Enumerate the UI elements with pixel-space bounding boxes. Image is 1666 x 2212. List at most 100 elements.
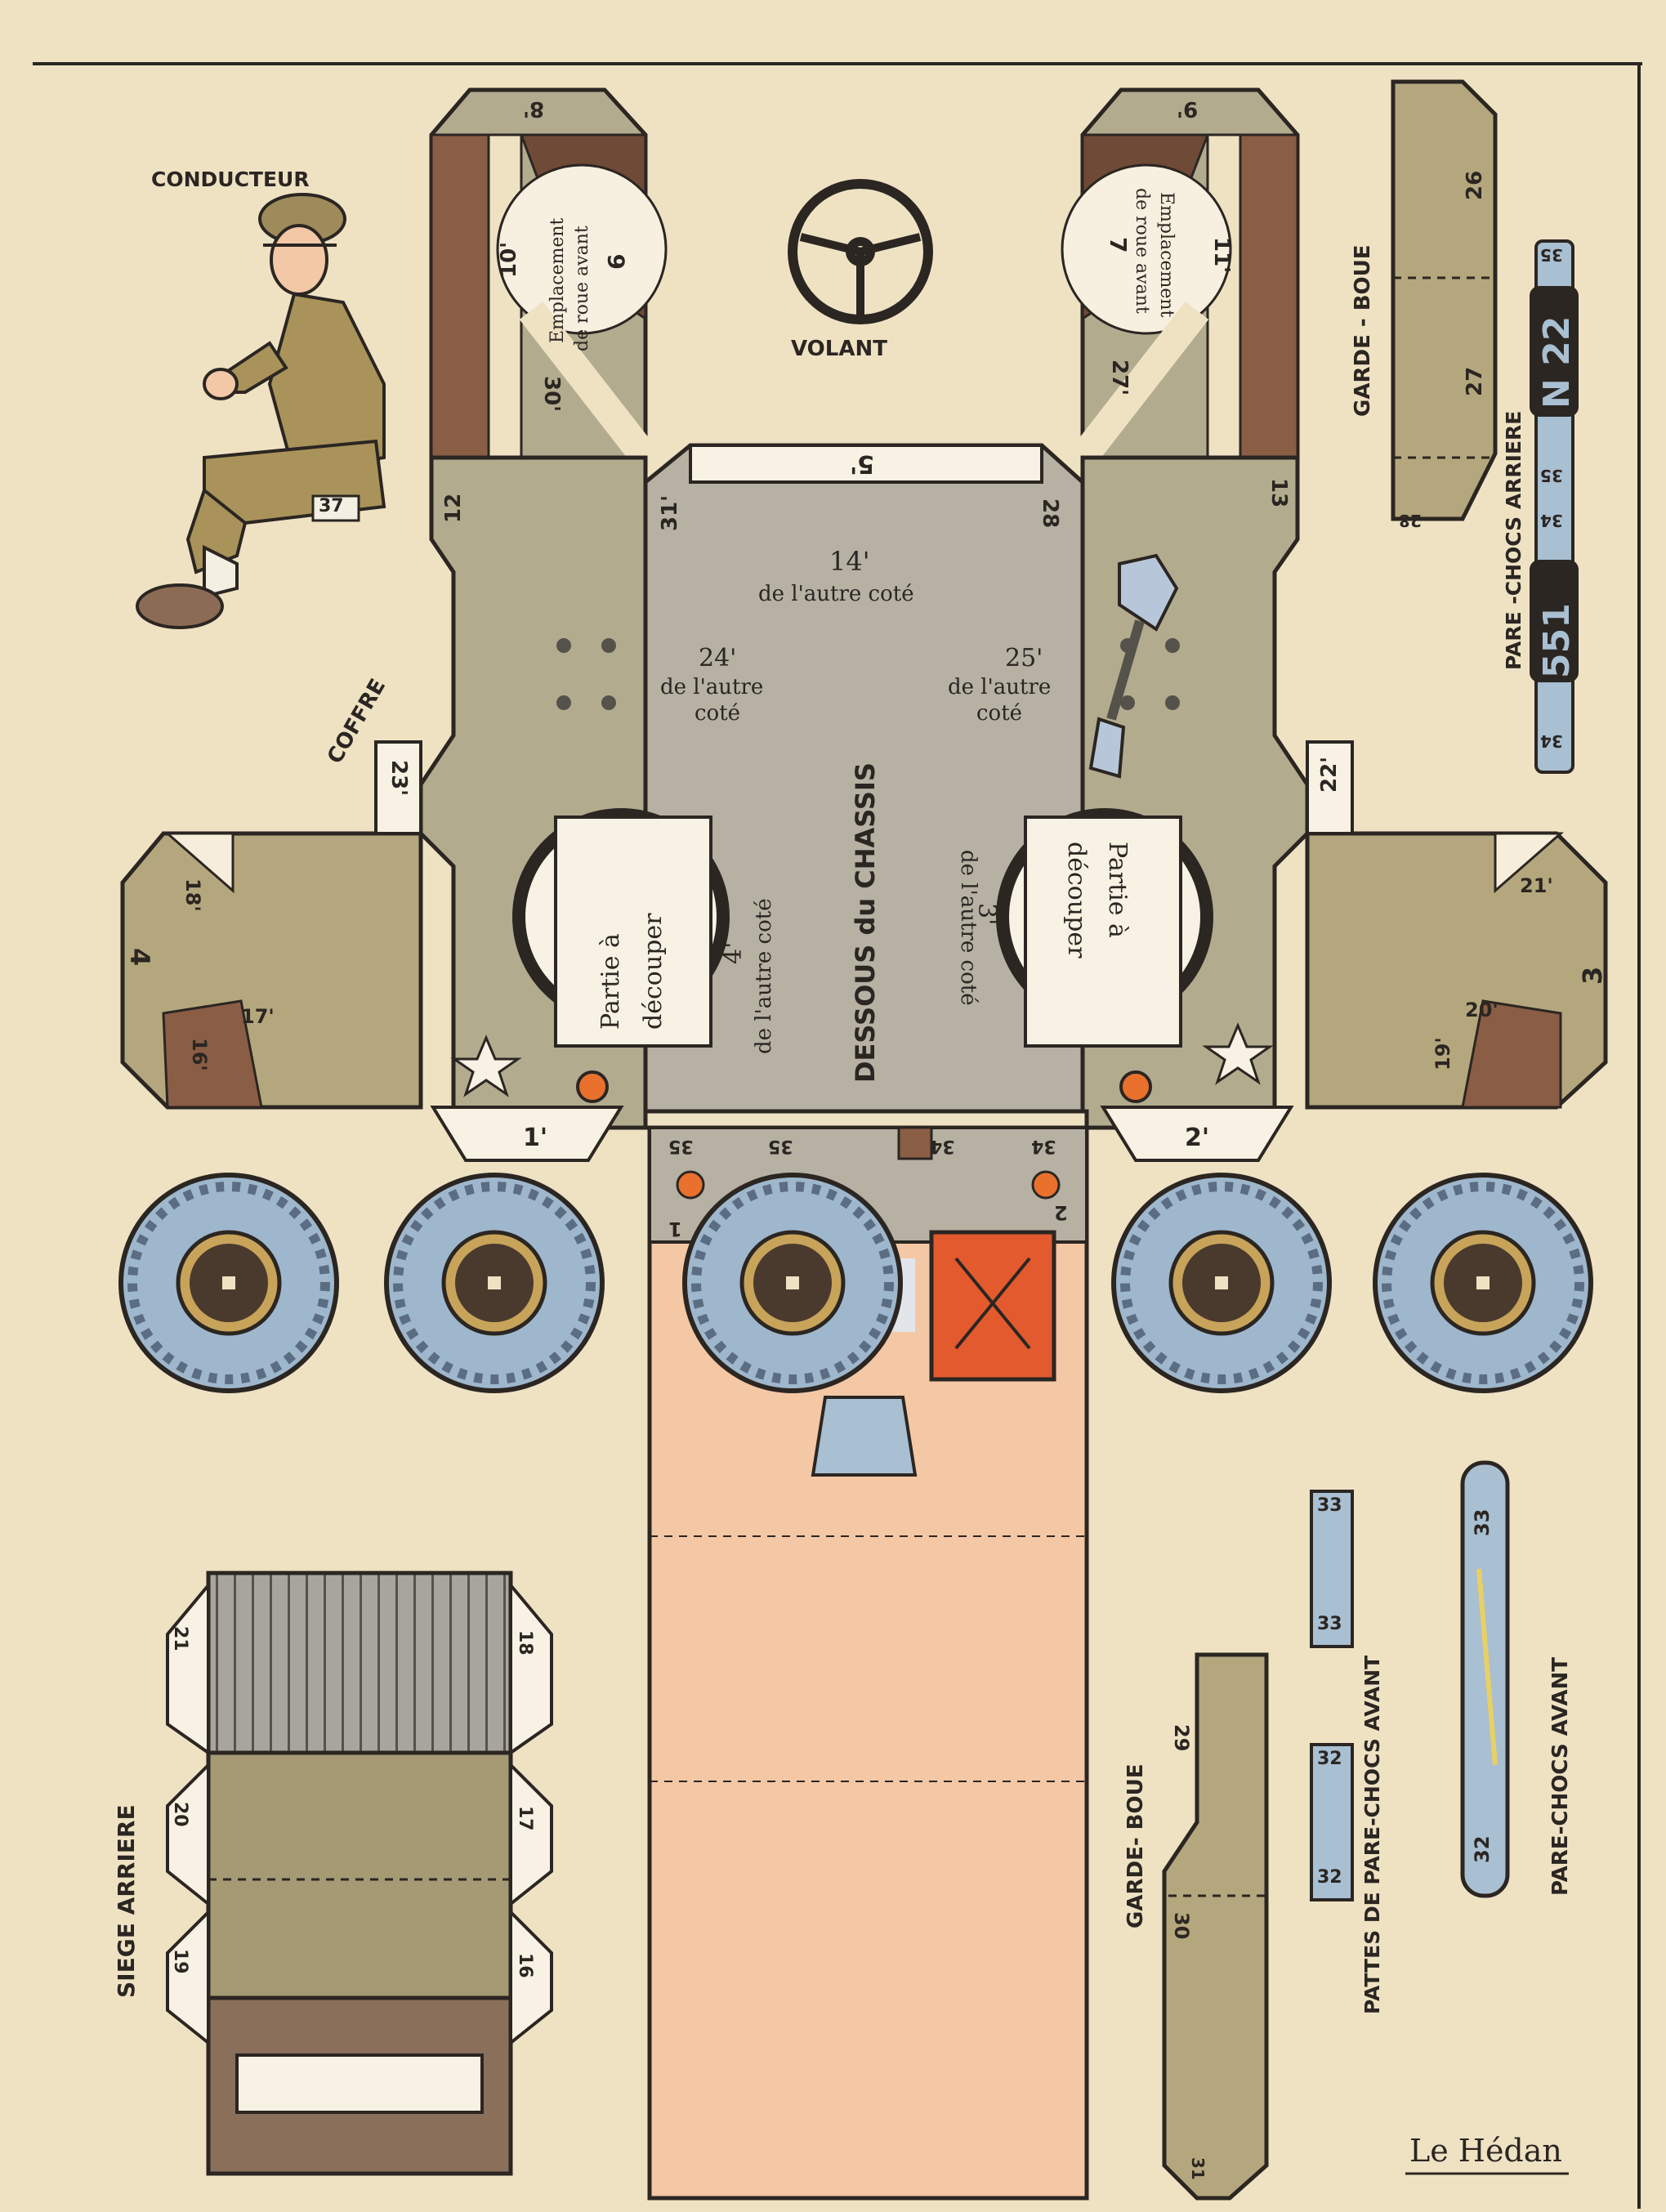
tab-21: 21'	[1520, 874, 1553, 897]
siege-arriere-part	[166, 1571, 553, 2176]
piece-4-number: 4'	[719, 941, 748, 964]
tab-34b: 34	[1031, 1136, 1056, 1156]
tab-11: 11'	[1209, 237, 1234, 274]
roue7-number: 7	[1105, 237, 1132, 253]
tab-16: 16'	[188, 1038, 211, 1071]
tab-9: 9'	[1177, 96, 1199, 121]
pare-arr-35b: 35	[1540, 466, 1563, 485]
siege-arriere-label: SIEGE ARRIERE	[113, 1804, 140, 1998]
wheel-4	[1111, 1173, 1332, 1393]
wheel-2	[384, 1173, 605, 1393]
wheel-3	[682, 1173, 903, 1393]
tab-18: 18'	[181, 878, 204, 912]
piece-24-number: 24'	[699, 644, 737, 673]
roue6-number: 6	[603, 253, 630, 270]
wheel-mark-2: 2	[1054, 1201, 1068, 1224]
tab-34a: 34	[930, 1136, 955, 1156]
seat-tab-19: 19	[170, 1949, 190, 1974]
tab-19: 19'	[1432, 1037, 1454, 1070]
pattes-label: PATTES DE PARE-CHOCS AVANT	[1360, 1655, 1384, 2014]
piece-4-note: de l'autre coté	[752, 898, 776, 1054]
patte-33b: 33	[1317, 1614, 1342, 1634]
garde-29: 29	[1170, 1724, 1193, 1752]
dessous-chassis-label: DESSOUS du CHASSIS	[850, 762, 881, 1083]
pare-chocs-avant-part	[1460, 1460, 1510, 1898]
patte-32a: 32	[1317, 1749, 1342, 1769]
tab-5: 5'	[850, 449, 875, 478]
tab-4: 4	[124, 948, 155, 967]
pare-avant-32: 32	[1471, 1835, 1494, 1863]
volant-label: VOLANT	[791, 337, 887, 361]
driver-figure	[136, 193, 386, 629]
tab-27: 27'	[1107, 360, 1132, 396]
piece-24-note2: coté	[695, 701, 741, 726]
roue6-line2: de roue avant	[572, 226, 592, 351]
tab-8: 8'	[523, 96, 545, 121]
pare-avant-33: 33	[1471, 1508, 1494, 1536]
tab-1: 1'	[523, 1124, 548, 1152]
piece-25-note: de l'autre	[948, 675, 1052, 699]
tab-30: 30'	[539, 376, 564, 413]
tab-35a: 35	[668, 1136, 694, 1156]
partie-left-line2: découper	[639, 913, 668, 1030]
piece-3-note: de l'autre coté	[956, 850, 980, 1006]
tab-22: 22'	[1317, 756, 1342, 793]
seat-tab-18: 18	[515, 1630, 535, 1656]
piece-25-note2: coté	[976, 701, 1023, 726]
patte-32b: 32	[1317, 1867, 1342, 1888]
conducteur-label: CONDUCTEUR	[151, 168, 310, 191]
tab-13: 13	[1266, 478, 1291, 508]
pare-chocs-arriere-part	[1530, 239, 1579, 774]
tab-17: 17'	[241, 1005, 275, 1028]
piece-25-number: 25'	[1005, 644, 1043, 673]
wheel-5	[1373, 1173, 1593, 1393]
pare-arr-34a: 34	[1540, 511, 1563, 530]
tab-20: 20'	[1465, 999, 1499, 1021]
plate-top-label: N 22	[1536, 315, 1578, 409]
garde-boue-top-part	[1391, 79, 1498, 521]
tab-2: 2'	[1185, 1124, 1210, 1152]
tab-28: 28	[1038, 498, 1062, 529]
garde-boue-bottom-label: GARDE- BOUE	[1123, 1763, 1148, 1928]
steering-wheel-part	[788, 179, 933, 324]
seat-tab-16: 16	[515, 1953, 535, 1978]
wheel-mark-1: 1	[668, 1218, 682, 1240]
pare-arr-35a: 35	[1540, 245, 1563, 265]
seat-tab-20: 20	[170, 1802, 190, 1827]
seat-37: 37	[319, 496, 344, 516]
plate-bottom-label: 551	[1536, 603, 1578, 678]
seat-tab-17: 17	[515, 1806, 535, 1831]
wheel-1	[118, 1173, 339, 1393]
tab-3: 3	[1577, 966, 1608, 985]
tab-35b: 35	[768, 1136, 793, 1156]
tab-10: 10'	[497, 241, 521, 278]
pare-chocs-avant-label: PARE-CHOCS AVANT	[1548, 1657, 1573, 1896]
roue7-line2: de roue avant	[1132, 188, 1152, 314]
garde-26: 26	[1463, 170, 1487, 200]
piece-14-note: de l'autre coté	[758, 582, 914, 606]
pattes-pare-chocs-part	[1310, 1490, 1354, 1901]
partie-right-line2: découper	[1062, 842, 1091, 959]
piece-14-number: 14'	[829, 546, 870, 577]
pare-arr-34b: 34	[1540, 731, 1563, 751]
partie-left-line1: Partie à	[596, 933, 625, 1030]
garde-28: 28	[1399, 511, 1422, 530]
garde-30: 30	[1170, 1912, 1193, 1940]
seat-tab-21: 21	[170, 1626, 190, 1651]
garde-31: 31	[1188, 2157, 1208, 2180]
roue6-line1: Emplacement	[547, 217, 568, 343]
tab-12: 12	[441, 493, 466, 523]
patte-33a: 33	[1317, 1495, 1342, 1516]
signature: Le Hédan	[1409, 2133, 1562, 2169]
garde-boue-top-label: GARDE - BOUE	[1351, 244, 1375, 417]
partie-right-line1: Partie à	[1103, 842, 1132, 938]
roue7-line1: Emplacement	[1156, 192, 1177, 318]
piece-24-note: de l'autre	[660, 675, 764, 699]
tab-23: 23'	[386, 760, 411, 797]
garde-27: 27	[1463, 366, 1487, 396]
pare-chocs-arriere-label: PARE -CHOCS ARRIERE	[1502, 410, 1525, 670]
garde-boue-bottom-part	[1162, 1652, 1269, 2201]
tab-31: 31'	[658, 494, 682, 531]
